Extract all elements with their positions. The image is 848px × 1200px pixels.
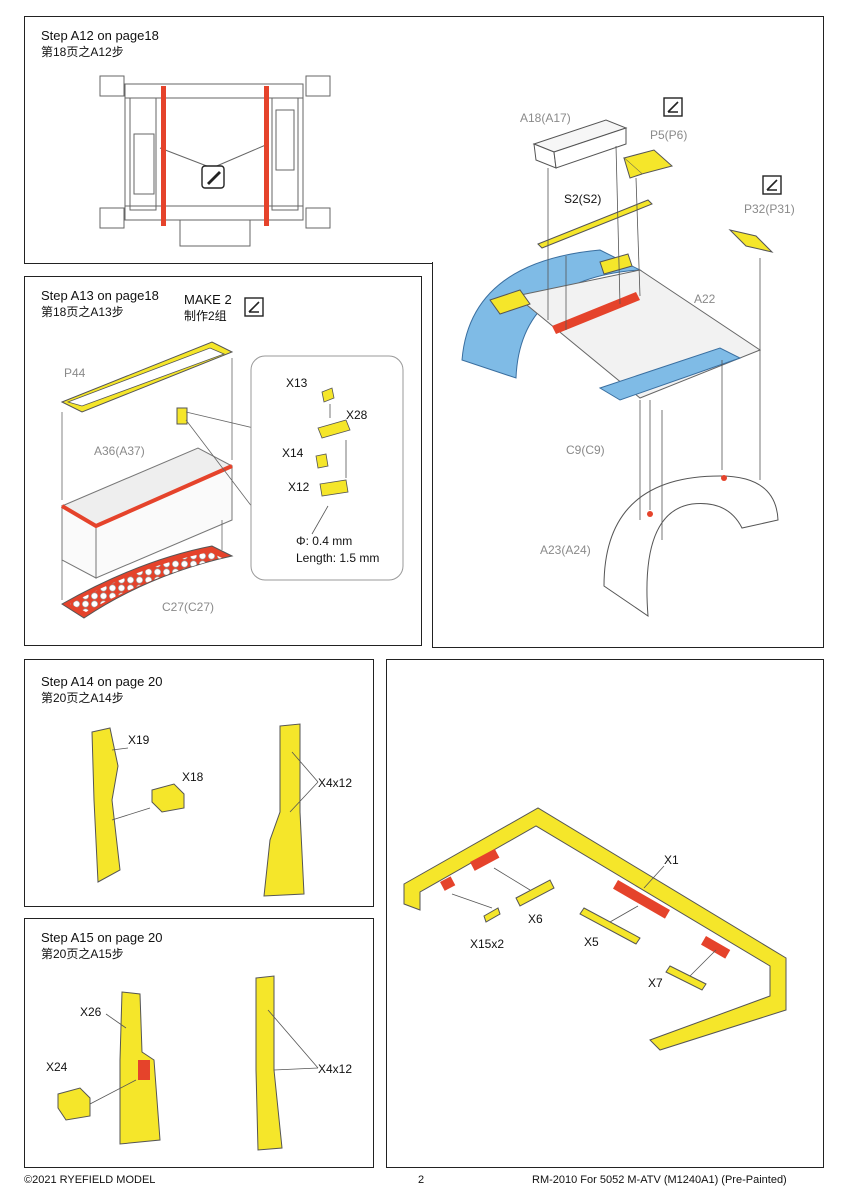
- part-x24: [57, 1087, 91, 1121]
- x1-guide-lines: [451, 865, 717, 977]
- part-x18: [151, 783, 185, 813]
- label-x26: X26: [80, 1005, 102, 1019]
- label-x4-a15: X4x12: [318, 1062, 353, 1076]
- part-c27-plate: [61, 545, 234, 619]
- a14-guide-lines: [111, 747, 319, 821]
- glue-icon: [201, 165, 225, 189]
- label-x4-a14: X4x12: [318, 776, 353, 790]
- label-x24: X24: [46, 1060, 68, 1074]
- check-icon-p5: [663, 97, 683, 117]
- part-x5: [579, 907, 641, 945]
- label-x7: X7: [648, 976, 663, 990]
- detail-parts: [311, 387, 351, 535]
- label-x13: X13: [286, 376, 308, 390]
- step-a15-title: Step A15 on page 20: [41, 930, 163, 945]
- panel-step-a15: [24, 918, 374, 1168]
- label-x1: X1: [664, 853, 679, 867]
- step-a15-subtitle: 第20页之A15步: [41, 947, 124, 961]
- label-x19: X19: [128, 733, 150, 747]
- panel-a13-title: Step A13 on page18 第18页之A13步: [41, 288, 159, 320]
- glue-strip-right: [264, 86, 269, 226]
- label-x5: X5: [584, 935, 599, 949]
- label-p44: P44: [64, 366, 86, 380]
- part-x4-b: [255, 975, 283, 1151]
- make-two-note: MAKE 2 制作2组: [184, 292, 232, 324]
- label-x18: X18: [182, 770, 204, 784]
- glue-strip-left: [161, 86, 166, 226]
- label-x28: X28: [346, 408, 368, 422]
- step-a12-subtitle: 第18页之A12步: [41, 45, 124, 59]
- a13-guide-lines: [61, 358, 263, 600]
- detail-callout-box: [250, 355, 404, 581]
- label-a18: A18(A17): [520, 111, 571, 125]
- x26-glue-area: [138, 1060, 150, 1080]
- fender-assembly: [461, 249, 762, 401]
- part-p44-clip: [176, 407, 188, 425]
- chassis-top-view: [99, 75, 331, 247]
- part-x1-frame: [403, 807, 787, 1051]
- part-p5-bracket: [622, 149, 674, 179]
- step-a13-subtitle: 第18页之A13步: [41, 305, 124, 319]
- label-x6: X6: [528, 912, 543, 926]
- make-zh-label: 制作2组: [184, 309, 227, 323]
- check-icon-p32: [762, 175, 782, 195]
- label-a23: A23(A24): [540, 543, 591, 557]
- part-p32-plate: [728, 229, 774, 253]
- label-x15: X15x2: [470, 937, 505, 951]
- step-a14-subtitle: 第20页之A14步: [41, 691, 124, 705]
- label-p5: P5(P6): [650, 128, 688, 142]
- step-a13-title: Step A13 on page18: [41, 288, 159, 303]
- label-c27: C27(C27): [162, 600, 215, 614]
- label-s2: S2(S2): [564, 192, 602, 206]
- label-length: Length: 1.5 mm: [296, 551, 380, 565]
- part-a36-block: [60, 447, 234, 579]
- label-c9: C9(C9): [566, 443, 605, 457]
- step-a12-title: Step A12 on page18: [41, 28, 159, 43]
- part-a23-fender: [603, 475, 779, 617]
- footer-page-number: 2: [418, 1174, 425, 1186]
- part-x19: [91, 727, 121, 883]
- label-x14: X14: [282, 446, 304, 460]
- panel-step-a14: [24, 659, 374, 907]
- part-x6: [515, 879, 555, 907]
- make-two-icon: [244, 297, 264, 317]
- label-diameter: Φ: 0.4 mm: [296, 534, 353, 548]
- label-a36: A36(A37): [94, 444, 145, 458]
- part-p44-frame: [60, 341, 234, 413]
- step-a14-title: Step A14 on page 20: [41, 674, 163, 689]
- label-x12: X12: [288, 480, 310, 494]
- panel-a15-title: Step A15 on page 20 第20页之A15步: [41, 930, 162, 962]
- panel-frame-assembly: [386, 659, 824, 1168]
- label-p32: P32(P31): [744, 202, 795, 216]
- footer-product-code: RM-2010 For 5052 M-ATV (M1240A1) (Pre-Pa…: [532, 1174, 787, 1186]
- a15-guide-lines: [89, 1009, 319, 1105]
- panel-a12-title: Step A12 on page18 第18页之A12步: [41, 28, 159, 60]
- part-s2-strip: [537, 199, 653, 249]
- panel-step-a12: [24, 16, 824, 264]
- part-a18-box: [532, 119, 628, 169]
- panel-a14-title: Step A14 on page 20 第20页之A14步: [41, 674, 162, 706]
- part-x4-a: [263, 723, 305, 897]
- label-a22: A22: [694, 292, 716, 306]
- assembly-guide-lines: [547, 145, 761, 540]
- make-en-label: MAKE 2: [184, 292, 232, 307]
- footer-copyright: ©2021 RYEFIELD MODEL: [24, 1174, 156, 1186]
- part-x7: [665, 965, 707, 991]
- part-x15: [483, 907, 501, 923]
